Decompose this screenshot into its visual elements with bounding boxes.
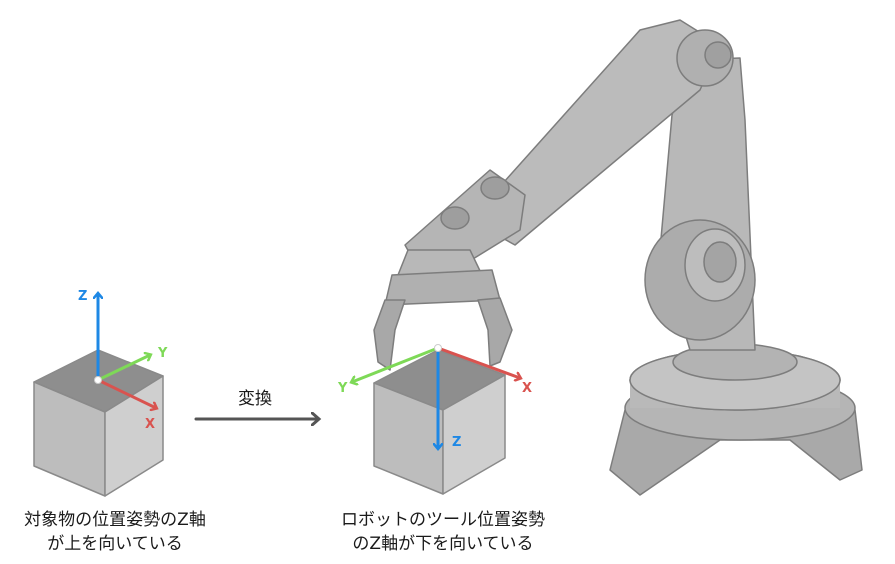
right-origin-dot bbox=[434, 344, 442, 352]
right-caption-line1: ロボットのツール位置姿勢 bbox=[341, 510, 545, 530]
right-axis-y-arrow bbox=[352, 346, 440, 382]
left-axis-x-arrow bbox=[96, 378, 156, 408]
right-caption: ロボットのツール位置姿勢 のZ軸が下を向いている bbox=[318, 508, 568, 556]
right-cube-right-face bbox=[442, 374, 506, 495]
robot-gripper-finger-right bbox=[477, 297, 513, 367]
left-axis-x-label: X bbox=[145, 417, 155, 432]
right-axis-z-label: Z bbox=[452, 435, 461, 450]
left-axis-y-label: Y bbox=[157, 346, 168, 361]
left-caption-line1: 対象物の位置姿勢のZ軸 bbox=[24, 510, 206, 530]
robot-arm-illustration bbox=[373, 19, 863, 496]
right-caption-line2: のZ軸が下を向いている bbox=[352, 534, 534, 554]
right-axis-y-label: Y bbox=[337, 381, 348, 396]
left-origin-dot bbox=[94, 376, 102, 384]
transform-label: 変換 bbox=[238, 389, 272, 409]
left-axes bbox=[98, 294, 156, 408]
left-axis-z-label: Z bbox=[78, 289, 87, 304]
left-axis-y-arrow bbox=[96, 355, 150, 382]
robot-gripper-finger-left bbox=[373, 299, 406, 371]
right-axes bbox=[352, 346, 520, 448]
right-axis-x-label: X bbox=[522, 381, 532, 396]
left-caption: 対象物の位置姿勢のZ軸 が上を向いている bbox=[0, 508, 230, 556]
right-axis-x-arrow bbox=[436, 346, 520, 378]
left-caption-line2: が上を向いている bbox=[47, 534, 183, 554]
